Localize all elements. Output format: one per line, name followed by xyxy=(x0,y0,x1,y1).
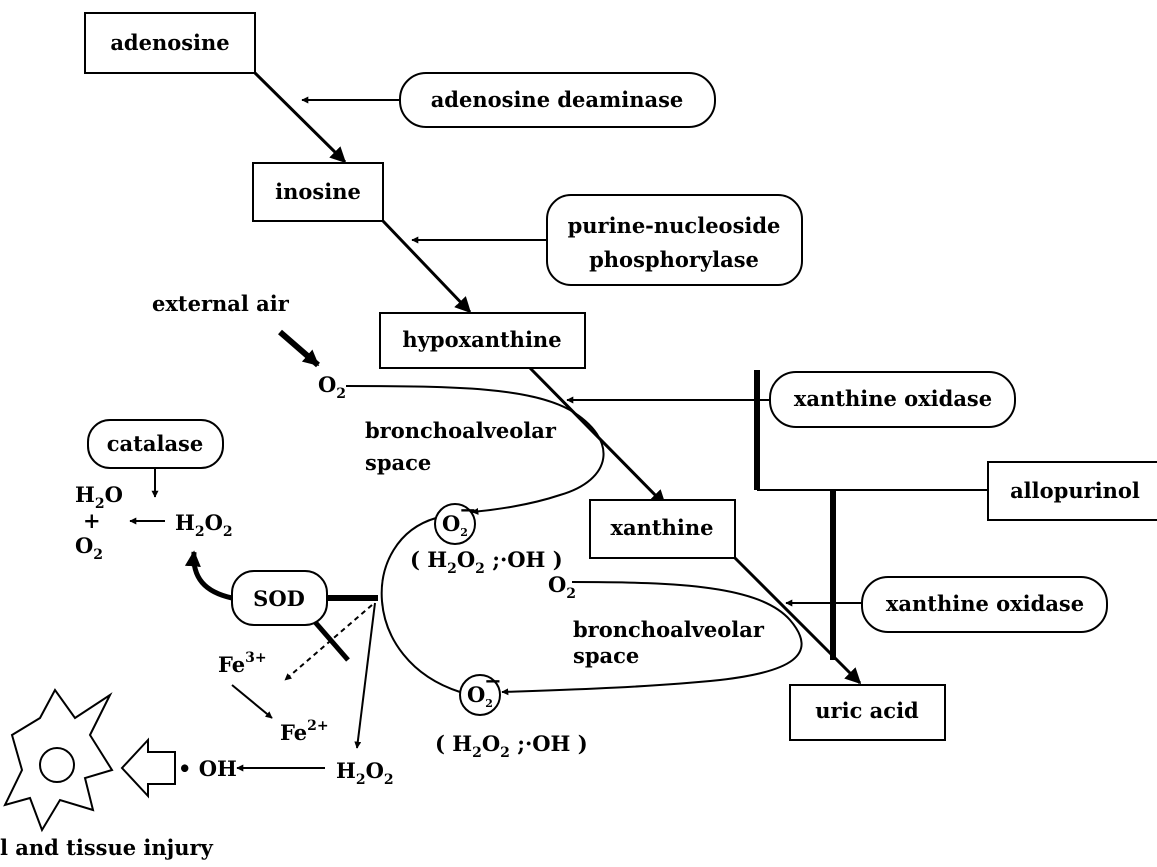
adenosine-box: adenosine xyxy=(84,12,256,74)
fe3-label: Fe3+ xyxy=(218,650,267,677)
o2-label-2: O2 xyxy=(548,572,576,602)
inosine-to-hypoxanthine-arrow xyxy=(381,219,472,314)
h2o2-oh-label-1: ( H2O2 ;·OH ) xyxy=(410,547,563,577)
xanthine-oxidase-box-2: xanthine oxidase xyxy=(861,576,1108,633)
hypoxanthine-box: hypoxanthine xyxy=(379,312,586,369)
svg-text:SOD: SOD xyxy=(253,586,305,611)
adenosine-to-inosine-arrow xyxy=(253,71,347,164)
bronchoalveolar-label-1: bronchoalveolar xyxy=(365,418,557,443)
superoxide-circle-2: O2 − xyxy=(459,668,502,716)
xanthine-to-uric-acid-arrow xyxy=(733,556,862,685)
fe3-to-fe2-arrow xyxy=(231,684,273,719)
damaged-cell-icon xyxy=(3,688,114,833)
svg-text:O2: O2 xyxy=(548,572,576,602)
space-label-1: space xyxy=(365,450,431,475)
injury-caption: l and tissue injury xyxy=(0,835,214,860)
svg-text:xanthine oxidase: xanthine oxidase xyxy=(886,591,1084,616)
plus-label: + xyxy=(83,508,101,533)
allopurinol-box: allopurinol xyxy=(987,461,1157,521)
svg-text:O2: O2 xyxy=(467,682,493,710)
h2o2-top-label: H2O2 xyxy=(175,510,233,540)
external-air-arrow xyxy=(278,329,320,368)
h2o-label: H2O xyxy=(75,482,123,512)
svg-text:−: − xyxy=(459,497,477,522)
oh-radical-label: • OH xyxy=(178,756,237,781)
external-air-label: external air xyxy=(152,291,290,316)
svg-text:adenosine: adenosine xyxy=(110,30,229,55)
o2-label-1: O2 xyxy=(318,372,346,402)
bronchoalveolar-label-2: bronchoalveolar xyxy=(573,617,765,642)
svg-text:catalase: catalase xyxy=(107,431,203,456)
superoxide-merge-arc xyxy=(380,517,461,693)
svg-text:inosine: inosine xyxy=(275,179,361,204)
svg-text:hypoxanthine: hypoxanthine xyxy=(402,327,561,352)
svg-text:allopurinol: allopurinol xyxy=(1010,478,1140,503)
h2o2-bottom-label: H2O2 xyxy=(336,758,394,788)
sod-to-h2o2-arrow xyxy=(184,550,233,601)
adenosine-deaminase-box: adenosine deaminase xyxy=(399,72,716,128)
inosine-box: inosine xyxy=(252,162,384,222)
pnp-box: purine-nucleoside phosphorylase xyxy=(546,194,803,286)
superoxide-circle-1: O2 − xyxy=(434,497,477,545)
svg-text:uric acid: uric acid xyxy=(815,698,919,723)
catalase-box: catalase xyxy=(87,419,224,469)
svg-text:purine-nucleoside: purine-nucleoside xyxy=(568,213,781,238)
svg-text:xanthine: xanthine xyxy=(611,515,714,540)
xanthine-box: xanthine xyxy=(589,499,736,559)
xanthine-oxidase-box-1: xanthine oxidase xyxy=(769,371,1016,428)
svg-text:−: − xyxy=(484,668,502,693)
fe3-dotted-arrow xyxy=(284,604,373,681)
fe2-label: Fe2+ xyxy=(280,718,329,745)
sod-box: SOD xyxy=(231,570,328,626)
o2-product-label: O2 xyxy=(75,533,103,563)
svg-text:O2: O2 xyxy=(442,511,468,539)
svg-text:phosphorylase: phosphorylase xyxy=(589,247,759,272)
svg-text:O2: O2 xyxy=(318,372,346,402)
bronchoalveolar-loop-1 xyxy=(345,385,605,515)
svg-text:adenosine deaminase: adenosine deaminase xyxy=(431,87,684,112)
uric-acid-box: uric acid xyxy=(789,684,946,741)
merge-to-h2o2-arrow xyxy=(354,602,376,749)
bronchoalveolar-loop-2 xyxy=(501,581,803,696)
allopurinol-inhibitor-lines xyxy=(754,370,988,660)
h2o2-oh-label-2: ( H2O2 ;·OH ) xyxy=(435,731,588,761)
space-label-2: space xyxy=(573,643,639,668)
hollow-arrow-icon xyxy=(120,737,176,799)
svg-text:xanthine oxidase: xanthine oxidase xyxy=(794,386,992,411)
